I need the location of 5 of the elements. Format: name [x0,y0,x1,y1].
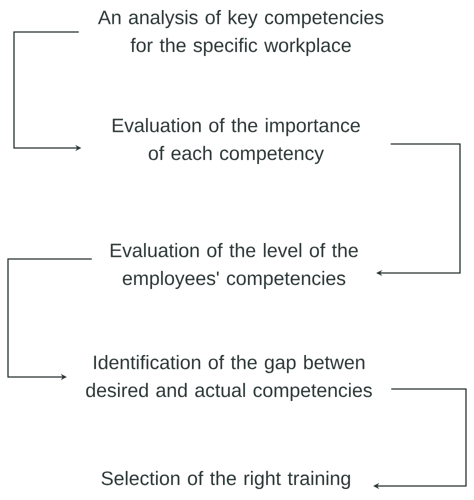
step-text: Identification of the gap betwen desired and actual competencies [86,355,372,401]
step-text: Selection of the right training [102,470,350,490]
step-text: Evaluation of the importance of each competency [112,118,360,164]
step-text: Evaluation of the level of the employees' competencies [110,243,358,289]
step-text: An analysis of key competencies for the specific workplace [98,10,384,56]
